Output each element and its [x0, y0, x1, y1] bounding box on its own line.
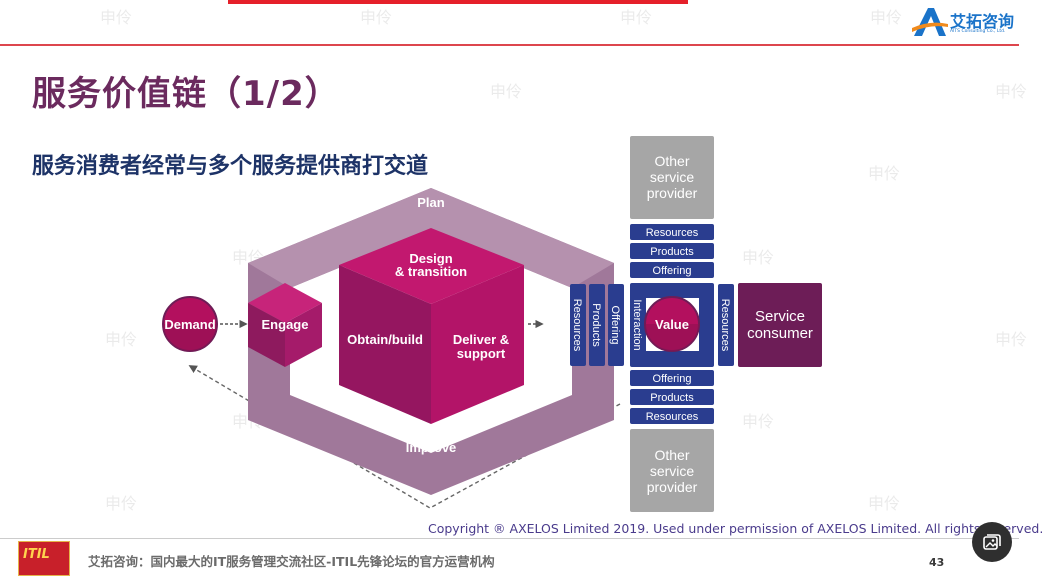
top-offering-label: Offering [653, 265, 692, 277]
engage-cube-right [285, 303, 322, 367]
deliver-support-label: Deliver & [453, 332, 509, 347]
demand-circle-shade [163, 324, 217, 351]
itil-badge-text: ITIL [23, 547, 50, 562]
engage-cube-left [248, 303, 285, 367]
top-provider-label: service [650, 169, 695, 185]
demand-label: Demand [164, 317, 215, 332]
bottom-provider-box [630, 429, 714, 512]
right-resources-strip [718, 284, 734, 366]
page-number: 43 [929, 556, 945, 569]
bottom-provider-label: service [650, 463, 695, 479]
left-resources-label: Resources [571, 299, 583, 352]
left-offering-label: Offering [609, 306, 621, 345]
copyright-notice: Copyright ® AXELOS Limited 2019. Used un… [428, 521, 1043, 536]
top-provider-box [630, 136, 714, 219]
bottom-resources-label: Resources [646, 411, 699, 423]
itil-badge-logo: ITIL [18, 541, 70, 576]
improve-label: Improve [406, 440, 457, 455]
image-gallery-icon [983, 534, 1001, 550]
slide-title: 服务价值链（1/2） [32, 74, 340, 114]
slide-subtitle: 服务消费者经常与多个服务提供商打交道 [32, 154, 429, 179]
top-products-label: Products [650, 246, 694, 258]
bottom-offering-label: Offering [653, 373, 692, 385]
engage-label: Engage [262, 317, 309, 332]
top-offering-bar [630, 262, 714, 278]
bottom-provider-label: Other [654, 447, 689, 463]
deliver-support-label: support [457, 346, 506, 361]
bottom-offering-bar [630, 370, 714, 386]
service-value-chain-diagram: Demand Engage Plan Design & transition O… [162, 136, 822, 512]
logo-subtitle: AITS Consulting Co., Ltd. [950, 29, 1006, 34]
bottom-provider-label: provider [647, 479, 698, 495]
obtain-build-label: Obtain/build [347, 332, 423, 347]
main-cube-left [339, 265, 431, 424]
design-transition-label: & transition [395, 264, 467, 279]
company-logo: 艾拓咨询 AITS Consulting Co., Ltd. [912, 4, 1016, 40]
interaction-label: Interaction [631, 299, 643, 350]
left-resources-strip [570, 284, 586, 366]
value-label: Value [655, 317, 689, 332]
plan-label: Plan [417, 195, 445, 210]
image-gallery-button[interactable] [972, 522, 1012, 562]
service-consumer-label: Service [755, 308, 805, 325]
top-resources-label: Resources [646, 227, 699, 239]
bottom-products-label: Products [650, 392, 694, 404]
service-consumer-label: consumer [747, 325, 813, 342]
header-divider [0, 44, 1019, 46]
top-resources-bar [630, 224, 714, 240]
logo-a-icon [912, 8, 948, 36]
bottom-resources-bar [630, 408, 714, 424]
left-offering-strip [608, 284, 624, 366]
footer-divider [0, 538, 1019, 539]
top-products-bar [630, 243, 714, 259]
right-resources-label: Resources [719, 299, 731, 352]
bottom-products-bar [630, 389, 714, 405]
logo-name: 艾拓咨询 [950, 12, 1015, 31]
design-transition-label: Design [409, 251, 452, 266]
left-products-label: Products [590, 303, 602, 347]
main-cube-right [431, 265, 524, 424]
top-accent-bar [228, 0, 688, 4]
hexagon-top-face [248, 188, 614, 288]
main-cube-top [339, 228, 524, 304]
footer-text: 艾拓咨询：国内最大的IT服务管理交流社区-ITIL先锋论坛的官方运营机构 [88, 554, 495, 569]
value-circle-shade [645, 324, 699, 351]
top-provider-label: provider [647, 185, 698, 201]
top-provider-label: Other [654, 153, 689, 169]
left-products-strip [589, 284, 605, 366]
service-consumer-box [738, 283, 822, 367]
